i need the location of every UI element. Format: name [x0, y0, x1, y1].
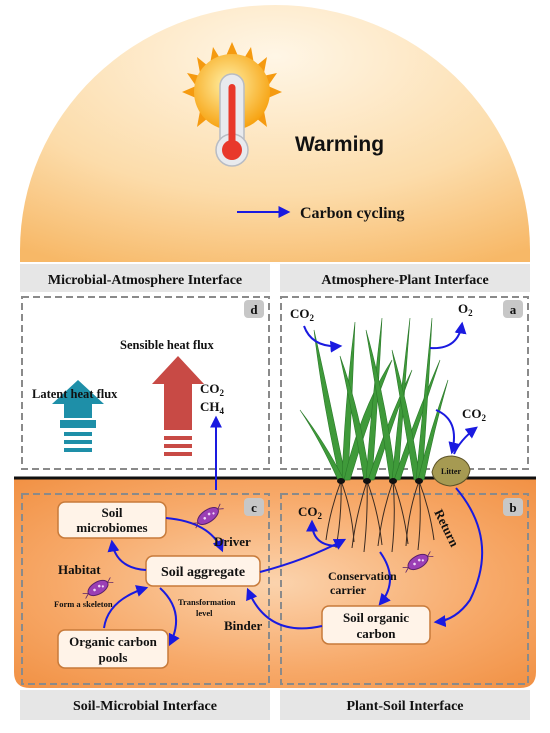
roots-to-soc-arrow	[378, 551, 391, 606]
microbe-icon	[192, 503, 224, 529]
sensible-heat-arrow	[152, 356, 204, 456]
panel-b-frame	[280, 493, 529, 685]
transformation-label-1: Transformation	[178, 597, 236, 607]
legend-arrow-label: Carbon cycling	[300, 205, 404, 222]
form-skeleton-label: Form a skeleton	[54, 599, 113, 609]
conservation-label-2: carrier	[330, 583, 367, 597]
habitat-label: Habitat	[58, 562, 101, 577]
return-arrow	[433, 487, 484, 628]
panel-a-frame	[280, 296, 529, 470]
panel-b-letter: b	[503, 498, 523, 516]
grass-icon	[299, 317, 449, 553]
co2-a-right-label: CO2	[462, 406, 487, 423]
panel-c-title: Soil-Microbial Interface	[73, 699, 217, 714]
legend-title: Warming	[295, 133, 384, 156]
latent-heat-label: Latent heat flux	[32, 387, 118, 401]
habitat-arrow	[107, 539, 147, 571]
panel-b-strip	[280, 690, 530, 720]
microbe-icon	[402, 551, 434, 573]
svg-text:pools: pools	[99, 650, 128, 665]
transformation-arrow	[159, 587, 180, 647]
svg-text:d: d	[250, 302, 258, 317]
panel-d-letter: d	[244, 300, 264, 318]
thermometer-icon	[215, 73, 249, 167]
co2-uptake-arrow	[303, 325, 343, 353]
svg-text:a: a	[510, 302, 517, 317]
svg-text:c: c	[251, 500, 257, 515]
co2-a-left-label: CO2	[290, 306, 315, 323]
panel-c-letter: c	[244, 498, 264, 516]
organic-pools-box: Organic carbon pools	[57, 629, 169, 669]
soc-box: Soil organic carbon	[321, 605, 431, 645]
svg-text:carbon: carbon	[357, 626, 397, 641]
ch4-label: CH4	[200, 399, 225, 416]
panel-a-letter: a	[503, 300, 523, 318]
form-skeleton-arrow	[103, 585, 149, 629]
binder-arrow	[246, 587, 323, 630]
o2-label: O2	[458, 301, 473, 318]
panel-c-frame	[21, 493, 270, 685]
sky-dome	[20, 5, 530, 262]
svg-text:microbiomes: microbiomes	[76, 520, 147, 535]
svg-text:Soil aggregate: Soil aggregate	[161, 565, 245, 580]
svg-text:b: b	[509, 500, 516, 515]
co2-d-label: CO2	[200, 381, 225, 398]
soil-microbiomes-box: Soil microbiomes	[57, 501, 167, 539]
panel-d-strip	[20, 264, 270, 292]
driver-arrow	[165, 517, 224, 553]
latent-heat-arrow	[52, 380, 104, 452]
o2-release-arrow	[429, 321, 467, 350]
aggregate-to-roots-arrow	[259, 538, 347, 573]
microbe-icon	[82, 577, 114, 599]
panel-d-title: Microbial-Atmosphere Interface	[48, 273, 242, 288]
transformation-label-2: level	[196, 608, 213, 618]
svg-text:Organic carbon: Organic carbon	[69, 634, 158, 649]
panel-a-strip	[280, 264, 530, 292]
panel-d-frame	[21, 296, 270, 470]
litter-co2-arrow	[453, 426, 478, 455]
conservation-label-1: Conservation	[328, 569, 397, 583]
panel-b-title: Plant-Soil Interface	[346, 699, 463, 714]
panel-a-title: Atmosphere-Plant Interface	[321, 273, 488, 288]
co2-b-label: CO2	[298, 504, 323, 521]
svg-text:Soil: Soil	[102, 505, 123, 520]
soil-aggregate-box: Soil aggregate	[145, 555, 261, 587]
driver-label: Driver	[214, 534, 251, 549]
sensible-heat-label: Sensible heat flux	[120, 338, 215, 352]
svg-text:Litter: Litter	[441, 467, 461, 476]
litter-icon: Litter	[431, 455, 471, 487]
binder-label: Binder	[224, 618, 263, 633]
svg-text:Soil organic: Soil organic	[343, 610, 409, 625]
plant-to-litter-arrow	[435, 409, 461, 455]
panel-c-strip	[20, 690, 270, 720]
